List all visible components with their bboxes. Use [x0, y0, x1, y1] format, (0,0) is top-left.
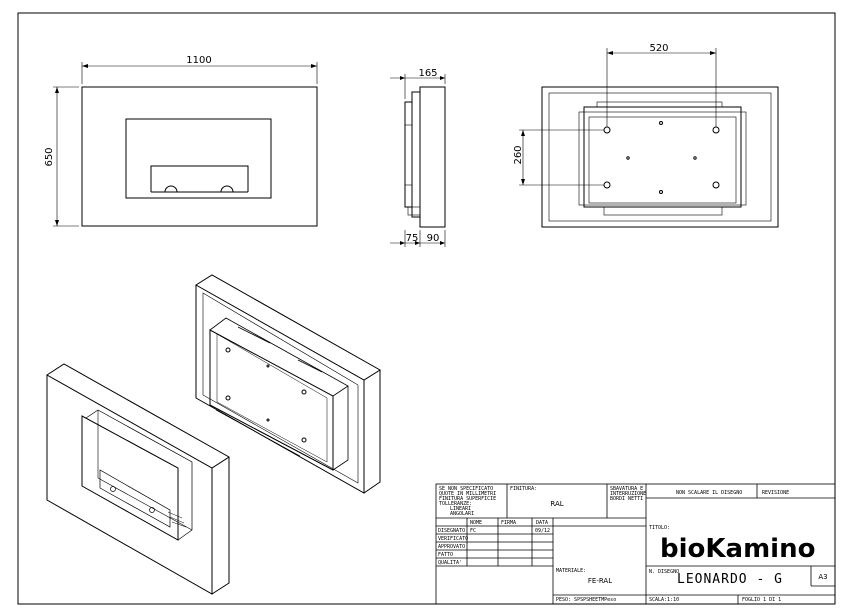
finitura-value: RAL [550, 500, 563, 508]
dim-front-width: 1100 [186, 55, 211, 66]
model-name: LEONARDO - G [677, 572, 783, 587]
note-line-4: TOLLERANZE: [439, 501, 472, 507]
side-view [390, 74, 446, 247]
titolo-label: TITOLO: [649, 525, 670, 531]
disegnato-data: 09/12 [535, 528, 550, 534]
peso-label: PESO: SPSPSHEETMPeso [556, 597, 616, 603]
materiale-value: FE-RAL [588, 577, 612, 585]
row-disegnato: DISEGNATO [438, 528, 465, 534]
note-line-5: LINEARI [450, 506, 471, 512]
title-block-text: SE NON SPECIFICATO QUOTE IN MILLIMETRI F… [438, 486, 828, 603]
dim-side-bottom-a: 75 [406, 233, 419, 244]
row-approvato: APPROVATO [438, 544, 465, 550]
format-size: A3 [818, 573, 827, 581]
revisione-label: REVISIONE [762, 490, 789, 496]
n-disegno-label: N. DISEGNO [649, 569, 679, 575]
dim-side-bottom-b: 90 [427, 233, 440, 244]
dim-front-height: 650 [44, 147, 55, 166]
title-block [435, 483, 836, 605]
rear-view [519, 48, 779, 228]
row-verificato: VERIFICATO [438, 536, 468, 542]
row-qualita: QUALITA' [438, 560, 462, 566]
note-line-1: SE NON SPECIFICATO [439, 486, 493, 492]
non-scalare-note: NON SCALARE IL DISEGNO [676, 490, 742, 496]
disegnato-nome: FC [470, 528, 476, 534]
sbavatura-line-3: BORDI NETTI [610, 496, 643, 502]
brand-logo-text: bioKamino [660, 534, 815, 564]
sbavatura-line-1: SBAVATURA E [610, 486, 643, 492]
sbavatura-line-2: INTERRUZIONE [610, 491, 646, 497]
row-fatto: FATTO [438, 552, 453, 558]
dim-rear-hole-spacing-y: 260 [513, 145, 524, 164]
dim-side-depth: 165 [418, 68, 437, 79]
col-firma: FIRMA [501, 520, 516, 526]
col-nome: NOME [470, 520, 482, 526]
isometric-rear-view [195, 274, 381, 494]
scala-label: SCALA:1:10 [649, 597, 679, 603]
dim-rear-hole-spacing-x: 520 [649, 43, 668, 54]
note-line-6: ANGOLARI [450, 511, 474, 517]
foglio-label: FOGLIO 1 DI 1 [742, 597, 781, 603]
front-view [53, 62, 318, 227]
sheet-border [17, 12, 836, 605]
col-data: DATA [536, 520, 548, 526]
finitura-label: FINITURA: [510, 486, 537, 492]
materiale-label: MATERIALE: [556, 568, 586, 574]
note-line-2: QUOTE IN MILLIMETRI [439, 491, 496, 497]
note-line-3: FINITURA SUPERFICIE [439, 496, 496, 502]
isometric-front-view [46, 363, 230, 595]
